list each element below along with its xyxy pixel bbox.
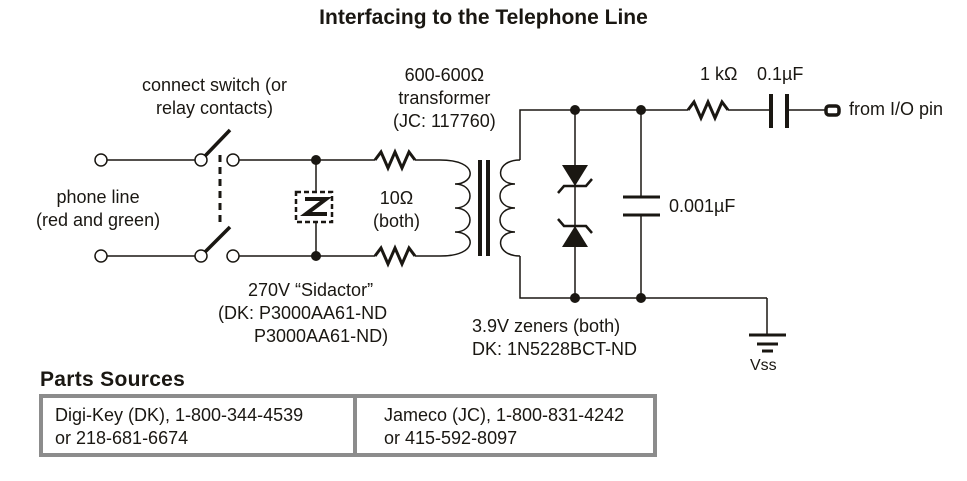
- resistor-10-ohm-bottom: [373, 244, 417, 268]
- phone-line-wires: [107, 159, 195, 257]
- diagram-title: Interfacing to the Telephone Line: [319, 6, 648, 29]
- terminal-line-top[interactable]: [94, 153, 108, 167]
- switch-contact-top-right: [226, 153, 240, 167]
- parts-source-jameco: Jameco (JC), 1-800-831-4242 or 415-592-8…: [384, 405, 625, 448]
- terminals: [94, 153, 240, 263]
- resistor-1k-icon: [686, 98, 730, 122]
- transformer-label: 600-600Ω transformer (JC: 117760): [393, 65, 496, 131]
- parts-source-digikey: Digi-Key (DK), 1-800-344-4539 or 218-681…: [43, 398, 357, 453]
- io-pin-terminal-icon[interactable]: [824, 104, 841, 117]
- switch-contact-top-left: [194, 153, 208, 167]
- ground-label: Vss: [750, 357, 777, 374]
- coupling-capacitor-label: 0.1µF: [757, 64, 804, 84]
- series-resistors-label: 10Ω (both): [373, 188, 421, 231]
- wires-to-transformer: [415, 159, 440, 257]
- transformer-icon: [439, 109, 575, 299]
- zener-diode-top-icon: [557, 165, 593, 194]
- switch-contact-bottom-right: [226, 249, 240, 263]
- connect-switch-label: connect switch (or relay contacts): [142, 75, 288, 118]
- io-pin-label: from I/O pin: [849, 99, 944, 119]
- zeners-label: 3.9V zeners (both) DK: 1N5228BCT-ND: [472, 316, 638, 359]
- filter-capacitor-label: 0.001µF: [669, 196, 736, 216]
- ground-icon: [749, 333, 786, 353]
- switch-contact-bottom-left: [194, 249, 208, 263]
- wires-mid: [239, 159, 375, 257]
- phone-line-label: phone line (red and green): [36, 187, 161, 230]
- parts-sources-heading: Parts Sources: [40, 368, 186, 391]
- sidactor-label: 270V “Sidactor” (DK: P3000AA61-ND P3000A…: [218, 280, 389, 346]
- resistor-10-ohm-top: [373, 148, 417, 172]
- terminal-line-bottom[interactable]: [94, 249, 108, 263]
- zener-diode-bottom-icon: [557, 218, 593, 247]
- capacitor-0.1uF-icon: [769, 94, 789, 128]
- secondary-bus: [574, 109, 768, 335]
- resistor-1k-label: 1 kΩ: [700, 64, 738, 84]
- parts-sources-table: Digi-Key (DK), 1-800-344-4539 or 218-681…: [39, 394, 657, 457]
- capacitor-0.001uF-icon: [623, 195, 660, 217]
- switch-icon: [203, 128, 232, 254]
- sidactor-icon: [294, 190, 334, 224]
